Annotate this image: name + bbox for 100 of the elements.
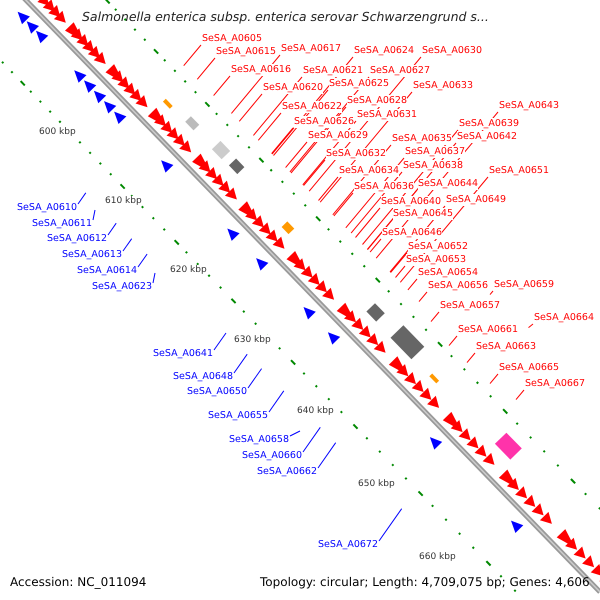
leader-line <box>302 426 321 452</box>
leader-line <box>138 254 148 268</box>
gene-label: SeSA_A0624 <box>354 45 414 57</box>
leader-line <box>303 160 326 186</box>
gene-label: SeSA_A0626 <box>294 116 354 128</box>
gene-label: SeSA_A0634 <box>339 165 400 177</box>
leader-line <box>234 354 248 374</box>
leader-line <box>92 210 96 220</box>
gene-label: SeSA_A0628 <box>347 95 408 107</box>
leader-line <box>367 220 392 250</box>
leader-line <box>152 272 156 284</box>
leader-line <box>285 142 308 168</box>
leader-line <box>122 238 132 252</box>
gene-label: SeSA_A0644 <box>418 178 478 190</box>
scale-label: 640 kbp <box>297 406 334 416</box>
gene-label: SeSA_A0650 <box>187 386 248 398</box>
gene-label: SeSA_A0632 <box>326 148 386 160</box>
leader-line <box>390 252 408 274</box>
gene-label: SeSA_A0633 <box>413 80 474 92</box>
scale-label: 630 kbp <box>234 335 271 345</box>
leader-line <box>271 128 294 154</box>
gene-label: SeSA_A0612 <box>47 233 108 245</box>
gene-label: SeSA_A0641 <box>153 348 214 360</box>
gene-label: SeSA_A0662 <box>257 466 318 478</box>
leader-line <box>108 222 117 236</box>
leader-line <box>490 374 498 384</box>
gene-label: SeSA_A0667 <box>525 378 586 390</box>
gene-label: SeSA_A0657 <box>440 300 500 312</box>
leader-line <box>333 192 354 216</box>
leader-line <box>318 442 336 468</box>
leader-line <box>407 278 418 290</box>
gene-label: SeSA_A0614 <box>77 265 138 277</box>
gene-label: SeSA_A0615 <box>216 46 276 58</box>
gene-label: SeSA_A0617 <box>281 43 342 55</box>
gene-label: SeSA_A0622 <box>282 101 342 113</box>
gene-label: SeSA_A0651 <box>489 165 550 177</box>
gene-label: SeSA_A0654 <box>418 267 478 279</box>
leader-line <box>213 76 230 96</box>
gene-label: SeSA_A0638 <box>403 160 464 172</box>
gene-label: SeSA_A0640 <box>381 196 442 208</box>
gene-label: SeSA_A0621 <box>303 65 364 77</box>
gene-label: SeSA_A0611 <box>32 218 92 230</box>
gene-label: SeSA_A0645 <box>393 208 454 220</box>
gene-label: SeSA_A0649 <box>446 194 506 206</box>
gene-label: SeSA_A0652 <box>408 241 468 253</box>
gene-label: SeSA_A0643 <box>499 100 560 112</box>
gene-label: SeSA_A0630 <box>422 45 482 57</box>
scale-label: 610 kbp <box>105 196 142 206</box>
leader-line <box>355 208 380 238</box>
gene-label: SeSA_A0665 <box>499 362 560 374</box>
leader-line <box>248 368 262 388</box>
leader-line <box>238 94 262 122</box>
gene-label: SeSA_A0635 <box>392 133 452 145</box>
gene-label: SeSA_A0625 <box>329 78 390 90</box>
leader-line <box>183 44 202 66</box>
gene-label: SeSA_A0623 <box>92 281 152 293</box>
leader-line <box>318 176 338 201</box>
leader-line <box>268 390 284 412</box>
gene-label: SeSA_A0660 <box>242 450 302 462</box>
scale-label: 660 kbp <box>419 552 456 562</box>
leader-line <box>466 352 476 364</box>
leader-line <box>395 266 406 278</box>
gene-label: SeSA_A0648 <box>173 371 234 383</box>
leader-line <box>258 112 282 141</box>
gene-label: SeSA_A0620 <box>263 82 324 94</box>
gene-label: SeSA_A0653 <box>406 254 466 266</box>
gene-label: SeSA_A0663 <box>476 341 536 353</box>
gene-label: SeSA_A0627 <box>370 65 430 77</box>
gene-label: SeSA_A0631 <box>357 109 418 121</box>
gene-label: SeSA_A0672 <box>318 539 378 551</box>
gene-label: SeSA_A0637 <box>405 146 466 158</box>
gene-label: SeSA_A0656 <box>428 280 488 292</box>
gene-label: SeSA_A0636 <box>354 181 414 193</box>
leader-line <box>214 332 226 350</box>
gene-label: SeSA_A0658 <box>229 434 290 446</box>
gene-label: SeSA_A0616 <box>231 64 292 76</box>
leader-line <box>370 238 382 253</box>
gene-label: SeSA_A0664 <box>534 312 594 324</box>
leader-line <box>528 324 534 328</box>
info-text: Topology: circular; Length: 4,709,075 bp; Genes: 4,606 <box>260 575 590 589</box>
gene-label: SeSA_A0639 <box>459 118 520 130</box>
leader-line <box>290 430 300 436</box>
leader-line <box>378 508 402 542</box>
gene-label: SeSA_A0610 <box>17 202 78 214</box>
leader-line <box>448 336 458 346</box>
scale-label: 650 kbp <box>358 479 395 489</box>
gene-label: SeSA_A0655 <box>208 410 268 422</box>
gene-label: SeSA_A0613 <box>62 249 122 261</box>
gene-label: SeSA_A0661 <box>458 324 518 336</box>
scale-label: 600 kbp <box>39 127 76 137</box>
leader-line <box>78 192 86 204</box>
gene-label: SeSA_A0642 <box>457 131 518 143</box>
leader-line <box>490 290 494 296</box>
leader-line <box>430 312 440 322</box>
scale-label: 620 kbp <box>170 265 207 275</box>
title: Salmonella enterica subsp. enterica serovar Schwarzengrund s... <box>82 9 489 24</box>
leader-line <box>196 58 216 80</box>
gene-label: SeSA_A0629 <box>308 130 368 142</box>
gene-label: SeSA_A0659 <box>494 279 554 291</box>
leader-line <box>418 292 428 302</box>
